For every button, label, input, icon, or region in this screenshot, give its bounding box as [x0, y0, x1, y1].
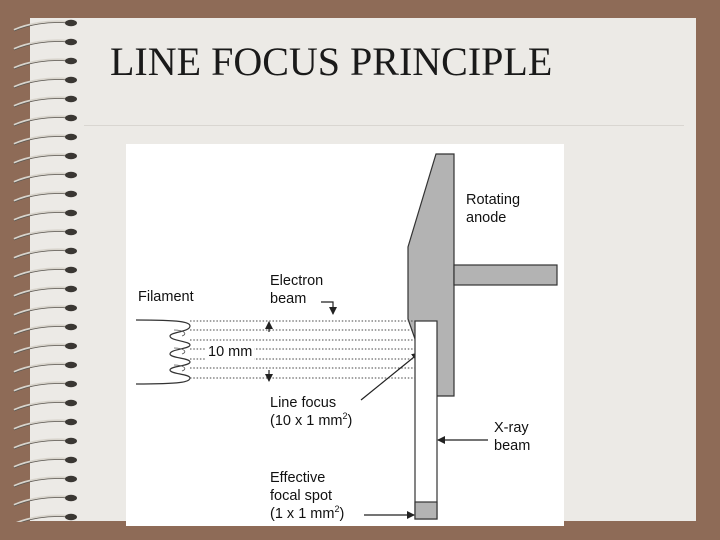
anode-shaft: [453, 264, 558, 286]
binding-ring: [13, 456, 77, 469]
binding-ring: [13, 285, 77, 298]
binding-ring: [13, 494, 77, 507]
binding-ring: [13, 437, 77, 450]
binding-ring: [13, 361, 77, 374]
binding-ring: [13, 38, 77, 51]
binding-ring: [13, 114, 77, 127]
label-rotating-anode: Rotating anode: [466, 192, 521, 226]
label-focal-spot: Effective focal spot (1 x 1 mm2): [270, 470, 345, 522]
binding-ring: [13, 152, 77, 165]
electron-beam-pointer: [321, 301, 337, 315]
binding-ring: [13, 380, 77, 393]
label-line-focus: Line focus (10 x 1 mm2): [270, 395, 353, 429]
binding-ring: [13, 399, 77, 412]
effective-focal-spot: [414, 501, 438, 520]
label-xray-beam: X-ray beam: [494, 420, 531, 454]
binding-ring: [13, 323, 77, 336]
binding-ring: [13, 190, 77, 203]
binding-ring: [13, 418, 77, 431]
title-divider: [84, 125, 684, 126]
binding-ring: [13, 95, 77, 108]
binding-ring: [13, 57, 77, 70]
binding-ring: [13, 228, 77, 241]
spiral-binding: [13, 19, 77, 522]
binding-ring: [13, 266, 77, 279]
binding-ring: [13, 247, 77, 260]
line-focus-pointer: [360, 352, 420, 401]
binding-ring: [13, 19, 77, 32]
xray-beam-column: [414, 320, 438, 520]
binding-ring: [13, 171, 77, 184]
label-filament: Filament: [138, 289, 194, 305]
binding-ring: [13, 304, 77, 317]
binding-ring: [13, 209, 77, 222]
filament-coil: [135, 319, 191, 385]
electron-beam-lines: [190, 320, 430, 379]
line-focus-diagram: Rotating anode Filament Electron beam 10…: [126, 144, 564, 526]
binding-ring: [13, 133, 77, 146]
binding-ring: [13, 76, 77, 89]
slide-title: LINE FOCUS PRINCIPLE: [110, 39, 553, 84]
binding-ring: [16, 513, 77, 522]
binding-ring: [13, 475, 77, 488]
label-width: 10 mm: [206, 343, 255, 361]
binding-ring: [13, 342, 77, 355]
label-electron-beam: Electron beam: [270, 273, 324, 307]
diagram-drawing: [135, 153, 558, 520]
